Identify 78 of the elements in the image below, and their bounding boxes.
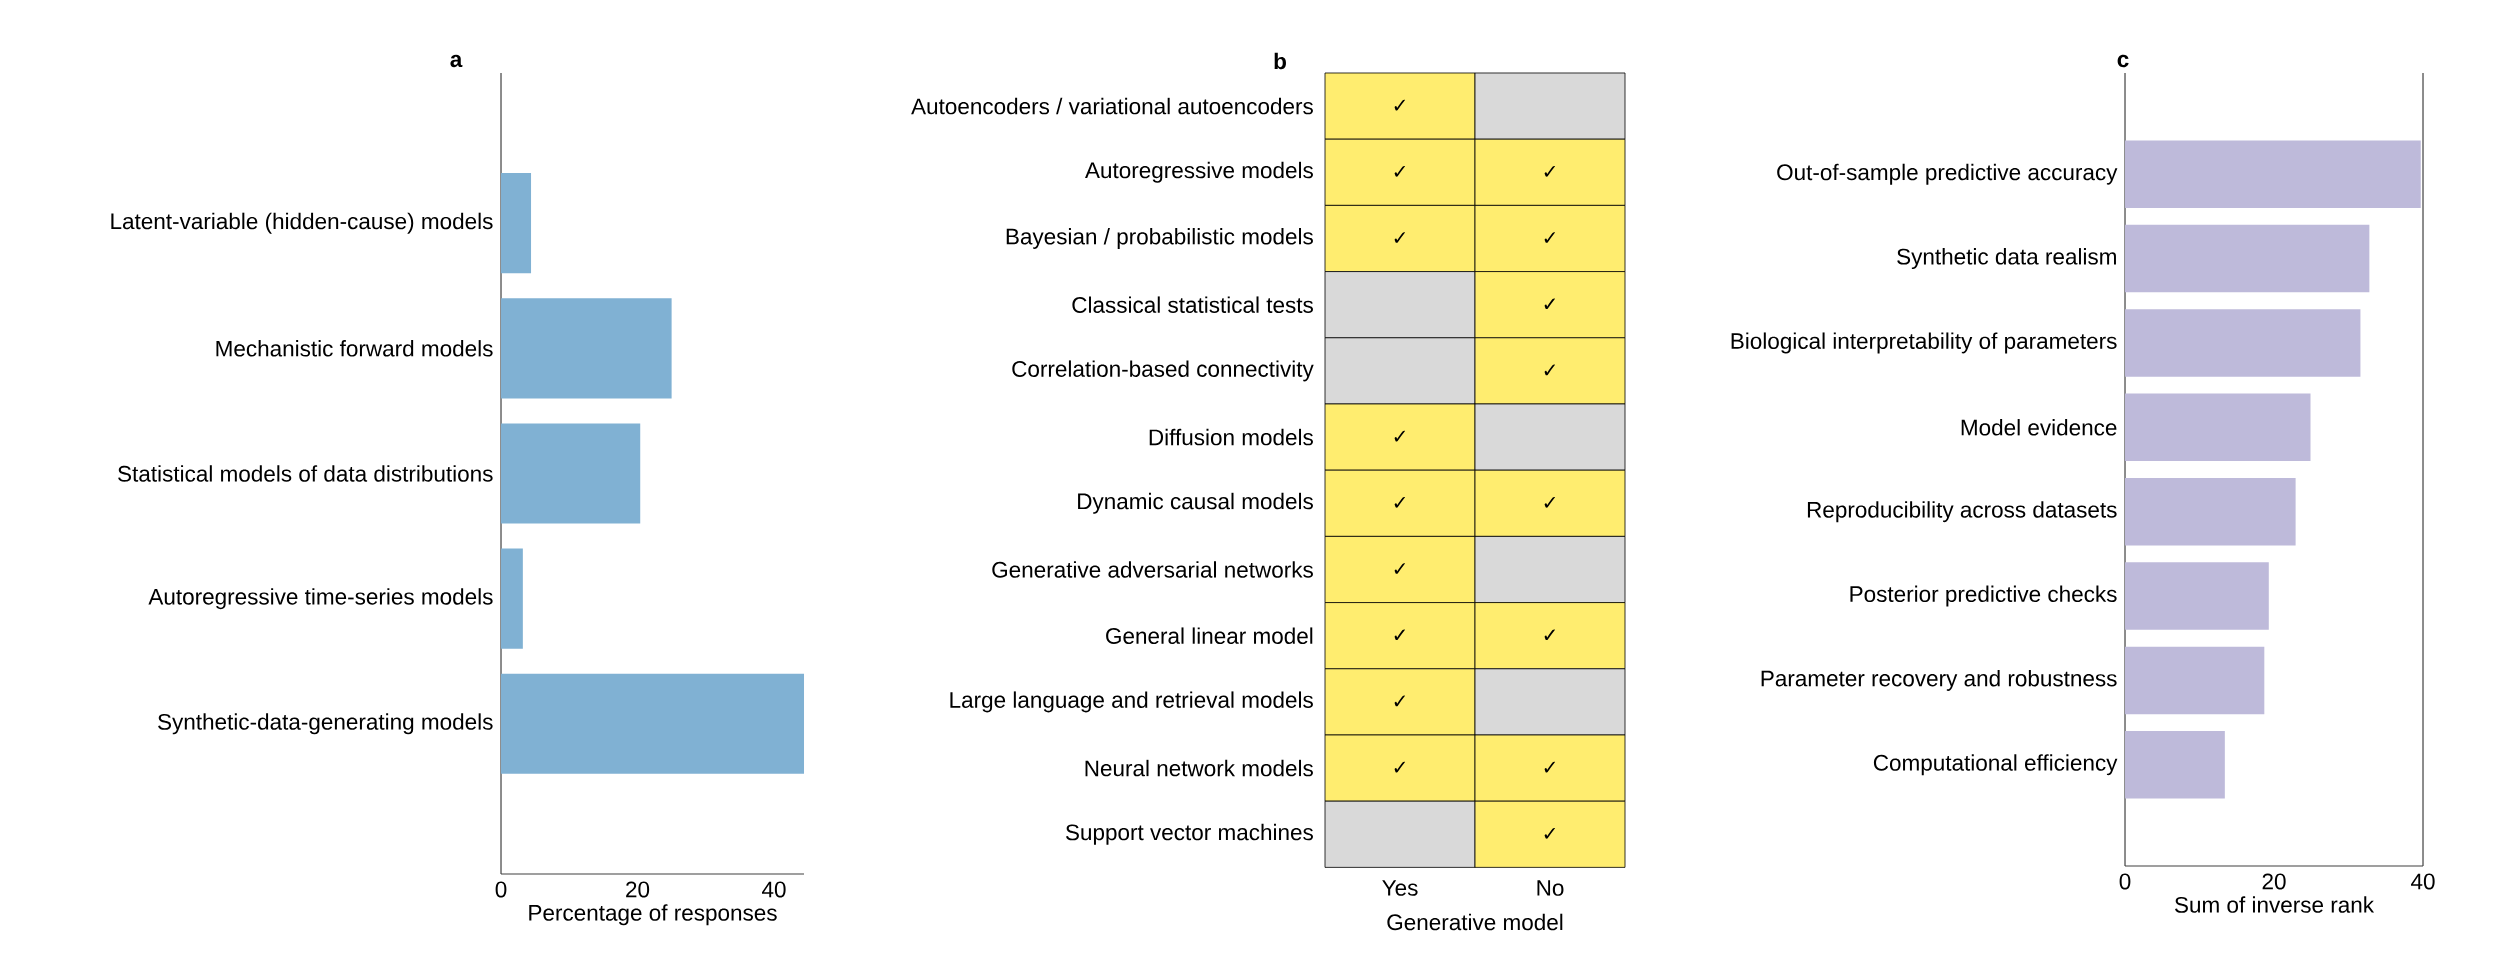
row-label: General linear model bbox=[1106, 627, 1313, 644]
column-label: Yes bbox=[1382, 880, 1418, 896]
table-cell: ✓ bbox=[1324, 72, 1476, 140]
row-label: Correlation-based connectivity bbox=[1012, 360, 1314, 382]
table-cell bbox=[1324, 800, 1476, 868]
y-tick-label: Posterior predictive checks bbox=[1850, 585, 2117, 607]
bar bbox=[2125, 140, 2421, 208]
panel-letter: c bbox=[2117, 54, 2129, 68]
table-cell: ✓ bbox=[1474, 800, 1626, 868]
x-tick-label: 0 bbox=[2119, 873, 2131, 890]
bar bbox=[501, 673, 805, 774]
y-tick-label: Statistical models of data distributions bbox=[118, 465, 493, 482]
table-cell: ✓ bbox=[1324, 668, 1476, 736]
bar bbox=[2125, 309, 2361, 377]
panel-letter: a bbox=[450, 54, 463, 68]
table-cell: ✓ bbox=[1324, 602, 1476, 670]
x-tick-label: 40 bbox=[2411, 873, 2435, 890]
panel-letter: b bbox=[1274, 52, 1286, 70]
bar bbox=[2125, 731, 2225, 799]
x-tick-label: 20 bbox=[2262, 873, 2286, 890]
bar bbox=[501, 548, 523, 649]
bar bbox=[501, 298, 672, 399]
row-label: Bayesian / probabilistic models bbox=[1006, 228, 1313, 249]
row-label: Autoregressive models bbox=[1085, 161, 1313, 183]
table-cell bbox=[1324, 337, 1476, 405]
row-label: Dynamic causal models bbox=[1078, 492, 1313, 514]
y-tick-label: Latent-variable (hidden-cause) models bbox=[111, 212, 493, 234]
bar-chart: 0 20 40 Latent-variable (hidden-cause) models Mechanistic forward models Statistical models of data distributions Autoregressive time-series models Synthetic-data-generating models Percentage of responses bbox=[111, 72, 805, 926]
x-tick-label: 20 bbox=[626, 881, 650, 898]
y-tick-label: Parameter recovery and robustness bbox=[1761, 669, 2117, 691]
x-axis-title: Percentage of responses bbox=[529, 904, 777, 926]
y-tick-label: Autoregressive time-series models bbox=[148, 588, 493, 610]
row-label: Large language and retrieval models bbox=[950, 691, 1313, 713]
table-cell: ✓ bbox=[1324, 205, 1476, 272]
table-cell bbox=[1474, 536, 1626, 603]
y-tick-label: Biological interpretability of parameters bbox=[1731, 332, 2117, 354]
bar bbox=[2125, 224, 2370, 293]
bar bbox=[2125, 646, 2265, 715]
row-label: Generative adversarial networks bbox=[992, 561, 1313, 578]
table-cell: ✓ bbox=[1474, 271, 1626, 339]
y-tick-label: Model evidence bbox=[1961, 419, 2117, 436]
table-cell: ✓ bbox=[1474, 734, 1626, 802]
bar-chart: 0 20 40 Out-of-sample predictive accuracy Synthetic data realism Biological interpretability of parameters Model evidence Reproducibility across datasets Posterior predictive checks Parameter recovery and robustness Computational efficiency Sum of inverse rank bbox=[1731, 72, 2435, 913]
bar bbox=[501, 423, 641, 524]
x-tick-label: 0 bbox=[495, 881, 507, 898]
table-cell bbox=[1474, 403, 1626, 471]
bar bbox=[2125, 562, 2269, 630]
table-cell: ✓ bbox=[1474, 138, 1626, 206]
x-tick-label: 40 bbox=[761, 881, 786, 898]
axis-title: Generative model bbox=[1387, 913, 1563, 931]
table-cell bbox=[1474, 72, 1626, 140]
bar bbox=[501, 173, 532, 274]
y-tick-label: Out-of-sample predictive accuracy bbox=[1777, 163, 2118, 185]
table-cell: ✓ bbox=[1324, 536, 1476, 603]
table-cell: ✓ bbox=[1324, 403, 1476, 471]
row-label: Classical statistical tests bbox=[1072, 296, 1313, 313]
row-label: Support vector machines bbox=[1065, 823, 1313, 845]
y-tick-label: Synthetic-data-generating models bbox=[158, 713, 493, 735]
bar bbox=[2125, 393, 2311, 462]
table-cell bbox=[1324, 271, 1476, 339]
row-label: Neural network models bbox=[1085, 759, 1313, 777]
y-tick-label: Computational efficiency bbox=[1873, 754, 2118, 776]
table-cell: ✓ bbox=[1324, 734, 1476, 802]
y-tick-label: Mechanistic forward models bbox=[216, 340, 493, 357]
y-tick-label: Synthetic data realism bbox=[1897, 248, 2116, 270]
row-label: Diffusion models bbox=[1149, 428, 1313, 446]
table-cell bbox=[1474, 668, 1626, 736]
column-label: No bbox=[1537, 880, 1564, 896]
table-cell: ✓ bbox=[1474, 205, 1626, 272]
row-label: Autoencoders / variational autoencoders bbox=[911, 97, 1313, 115]
table-cell: ✓ bbox=[1474, 337, 1626, 405]
table-cell: ✓ bbox=[1324, 469, 1476, 537]
x-axis-title: Sum of inverse rank bbox=[2174, 896, 2375, 913]
table-cell: ✓ bbox=[1474, 469, 1626, 537]
y-tick-label: Reproducibility across datasets bbox=[1807, 501, 2117, 523]
bar bbox=[2125, 477, 2296, 546]
table-cell: ✓ bbox=[1474, 602, 1626, 670]
table-cell: ✓ bbox=[1324, 138, 1476, 206]
